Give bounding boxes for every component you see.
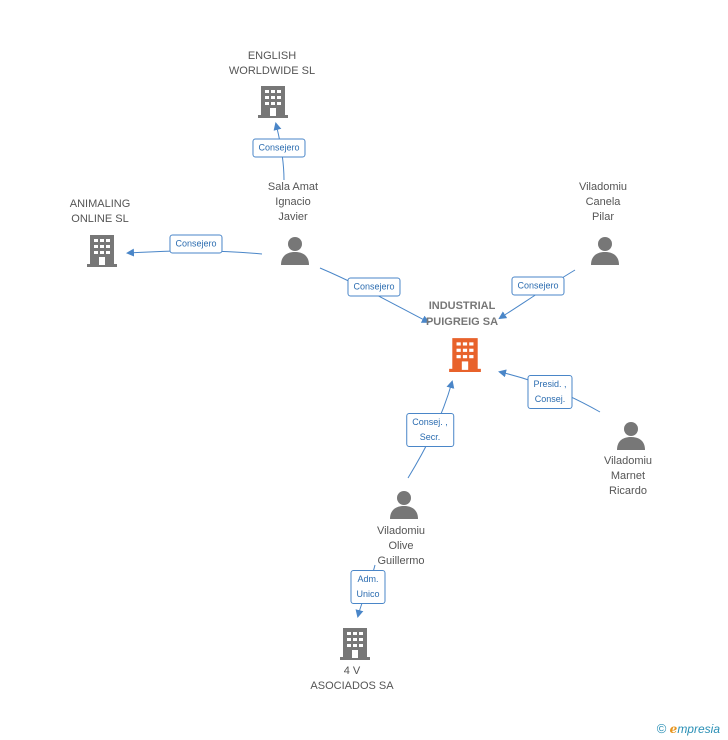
node-label-olive[interactable]: Viladomiu Olive Guillermo [376, 525, 426, 567]
person-icon-olive [390, 491, 418, 519]
empresia-logo[interactable]: © empresia [657, 721, 720, 736]
person-icon-canela [591, 237, 619, 265]
node-label-english[interactable]: ENGLISH WORLDWIDE SL [228, 50, 316, 77]
node-label-sala[interactable]: Sala Amat Ignacio Javier [267, 181, 319, 223]
building-icon-animaling [87, 235, 117, 267]
brand-name: mpresia [677, 722, 720, 736]
edge-label-olive-asociados: Adm. Unico [350, 570, 386, 604]
edge-label-canela-industrial: Consejero [511, 276, 565, 296]
node-label-industrial[interactable]: INDUSTRIAL PUIGREIG SA [425, 300, 499, 328]
edge-label-sala-industrial: Consejero [347, 277, 401, 297]
node-label-marnet[interactable]: Viladomiu Marnet Ricardo [603, 455, 653, 497]
building-icon-asociados [340, 628, 370, 660]
edge-label-sala-english: Consejero [252, 138, 306, 158]
node-label-animaling[interactable]: ANIMALING ONLINE SL [69, 198, 131, 225]
edge-label-olive-industrial: Consej. , Secr. [406, 413, 454, 447]
node-label-canela[interactable]: Viladomiu Canela Pilar [578, 181, 628, 223]
person-icon-sala [281, 237, 309, 265]
person-icon-marnet [617, 422, 645, 450]
edge-label-sala-animaling: Consejero [169, 234, 223, 254]
building-icon-english [258, 86, 288, 118]
edge-label-marnet-industrial: Presid. , Consej. [527, 375, 573, 409]
building-icon-industrial [449, 338, 481, 372]
copyright-symbol: © [656, 721, 667, 736]
node-label-asociados[interactable]: 4 V ASOCIADOS SA [310, 665, 394, 692]
brand-e: e [669, 722, 678, 736]
